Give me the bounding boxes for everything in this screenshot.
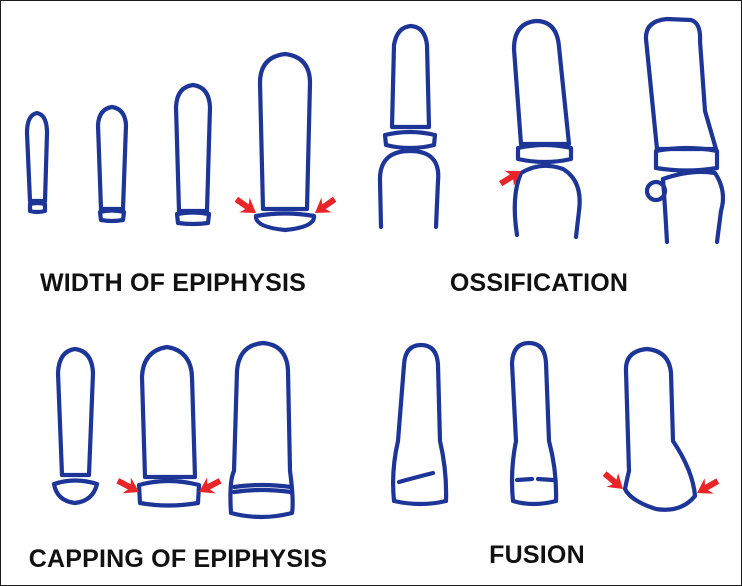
panel-ossification: OSSIFICATION <box>377 16 726 297</box>
capping-stage-3 <box>228 340 295 520</box>
ossification-stage-3 <box>643 16 726 245</box>
fusion-stage-3 <box>622 346 698 512</box>
phalanx-stage-1 <box>24 110 50 215</box>
phalanx-stage-4 <box>253 51 317 233</box>
panel-width-of-epiphysis: WIDTH OF EPIPHYSIS <box>24 51 340 297</box>
label-fusion: FUSION <box>489 541 585 569</box>
ossification-stage-2 <box>511 18 582 240</box>
label-ossification: OSSIFICATION <box>450 269 628 297</box>
label-width-of-epiphysis: WIDTH OF EPIPHYSIS <box>40 269 306 297</box>
phalanx-stage-2 <box>95 104 129 224</box>
panel-capping-of-epiphysis: CAPPING OF EPIPHYSIS <box>29 340 328 573</box>
label-capping-of-epiphysis: CAPPING OF EPIPHYSIS <box>29 545 328 573</box>
fusion-stage-1 <box>391 342 449 507</box>
capping-stage-2 <box>136 344 202 508</box>
capping-stage-1 <box>51 346 100 506</box>
phalanx-stage-3 <box>173 82 213 227</box>
panel-fusion: FUSION <box>391 340 723 569</box>
ossification-stage-1 <box>377 23 441 230</box>
fusion-stage-2 <box>509 340 559 507</box>
